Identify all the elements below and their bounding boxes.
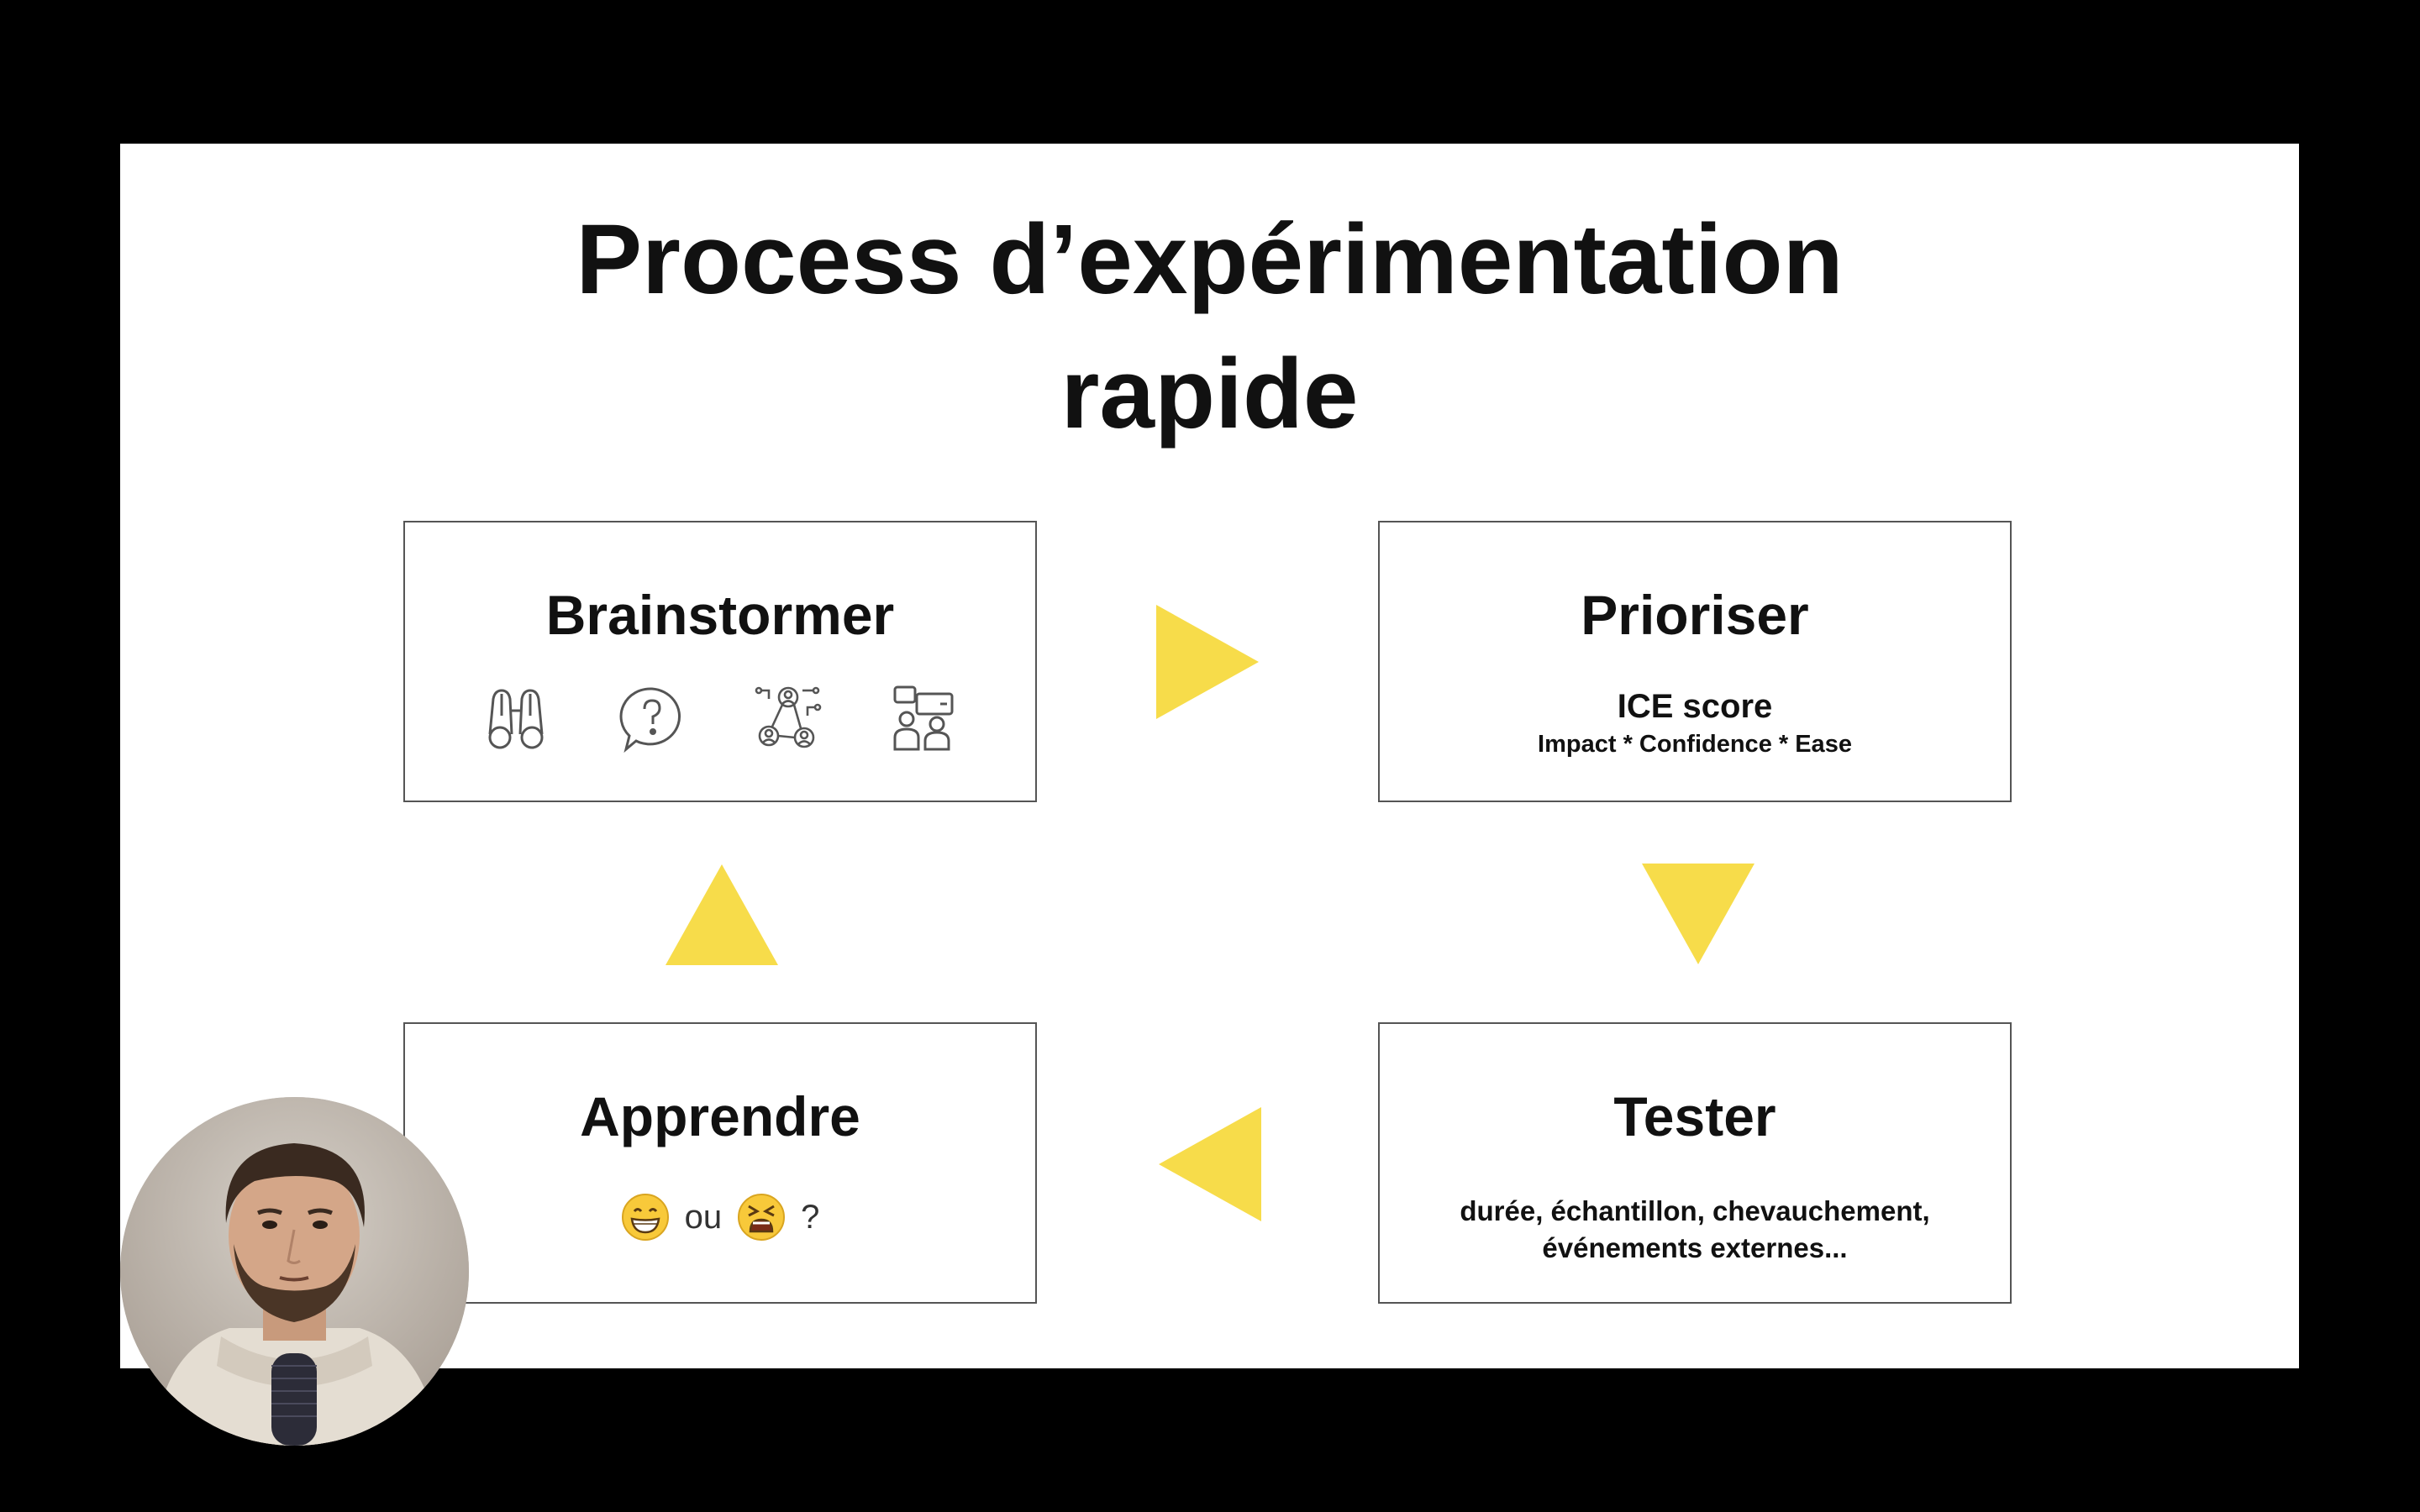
step-prioriser-box: Prioriser ICE score Impact * Confidence … [1378,521,2012,802]
arrow-down-icon [1642,864,1754,964]
arrow-left-icon [1159,1107,1261,1221]
tired-face-icon [737,1193,786,1242]
ice-score-formula: Impact * Confidence * Ease [1380,729,2010,759]
ice-score-label: ICE score [1380,686,2010,727]
arrow-up-icon [666,864,778,965]
presenter-webcam [120,1097,469,1446]
presentation-slide: Process d’expérimentation rapide Brainst… [120,144,2299,1368]
tester-criteria-line-2: événements externes... [1380,1230,2010,1267]
brainstormer-icons [405,682,1035,758]
slide-title-line-2: rapide [120,327,2299,461]
slide-title-line-1: Process d’expérimentation [120,192,2299,327]
grinning-face-icon [621,1193,670,1242]
step-tester-box: Tester durée, échantillon, chevauchement… [1378,1022,2012,1304]
step-brainstormer-title: Brainstormer [405,581,1035,648]
apprendre-question-mark: ? [801,1199,819,1236]
presenter-video-icon [120,1097,469,1446]
step-tester-title: Tester [1380,1083,2010,1150]
step-prioriser-title: Prioriser [1380,581,2010,648]
step-apprendre-box: Apprendre ou ? [403,1022,1037,1304]
question-bubble-icon [616,682,688,754]
step-apprendre-title: Apprendre [405,1083,1035,1150]
tester-criteria-line-1: durée, échantillon, chevauchement, [1380,1193,2010,1230]
apprendre-outcome-row: ou ? [405,1188,1035,1247]
step-brainstormer-box: Brainstormer [403,521,1037,802]
chat-people-icon [888,682,960,754]
arrow-right-icon [1156,605,1259,719]
binoculars-icon [480,682,552,754]
network-people-icon [752,682,824,754]
apprendre-connector-text: ou [685,1199,723,1236]
